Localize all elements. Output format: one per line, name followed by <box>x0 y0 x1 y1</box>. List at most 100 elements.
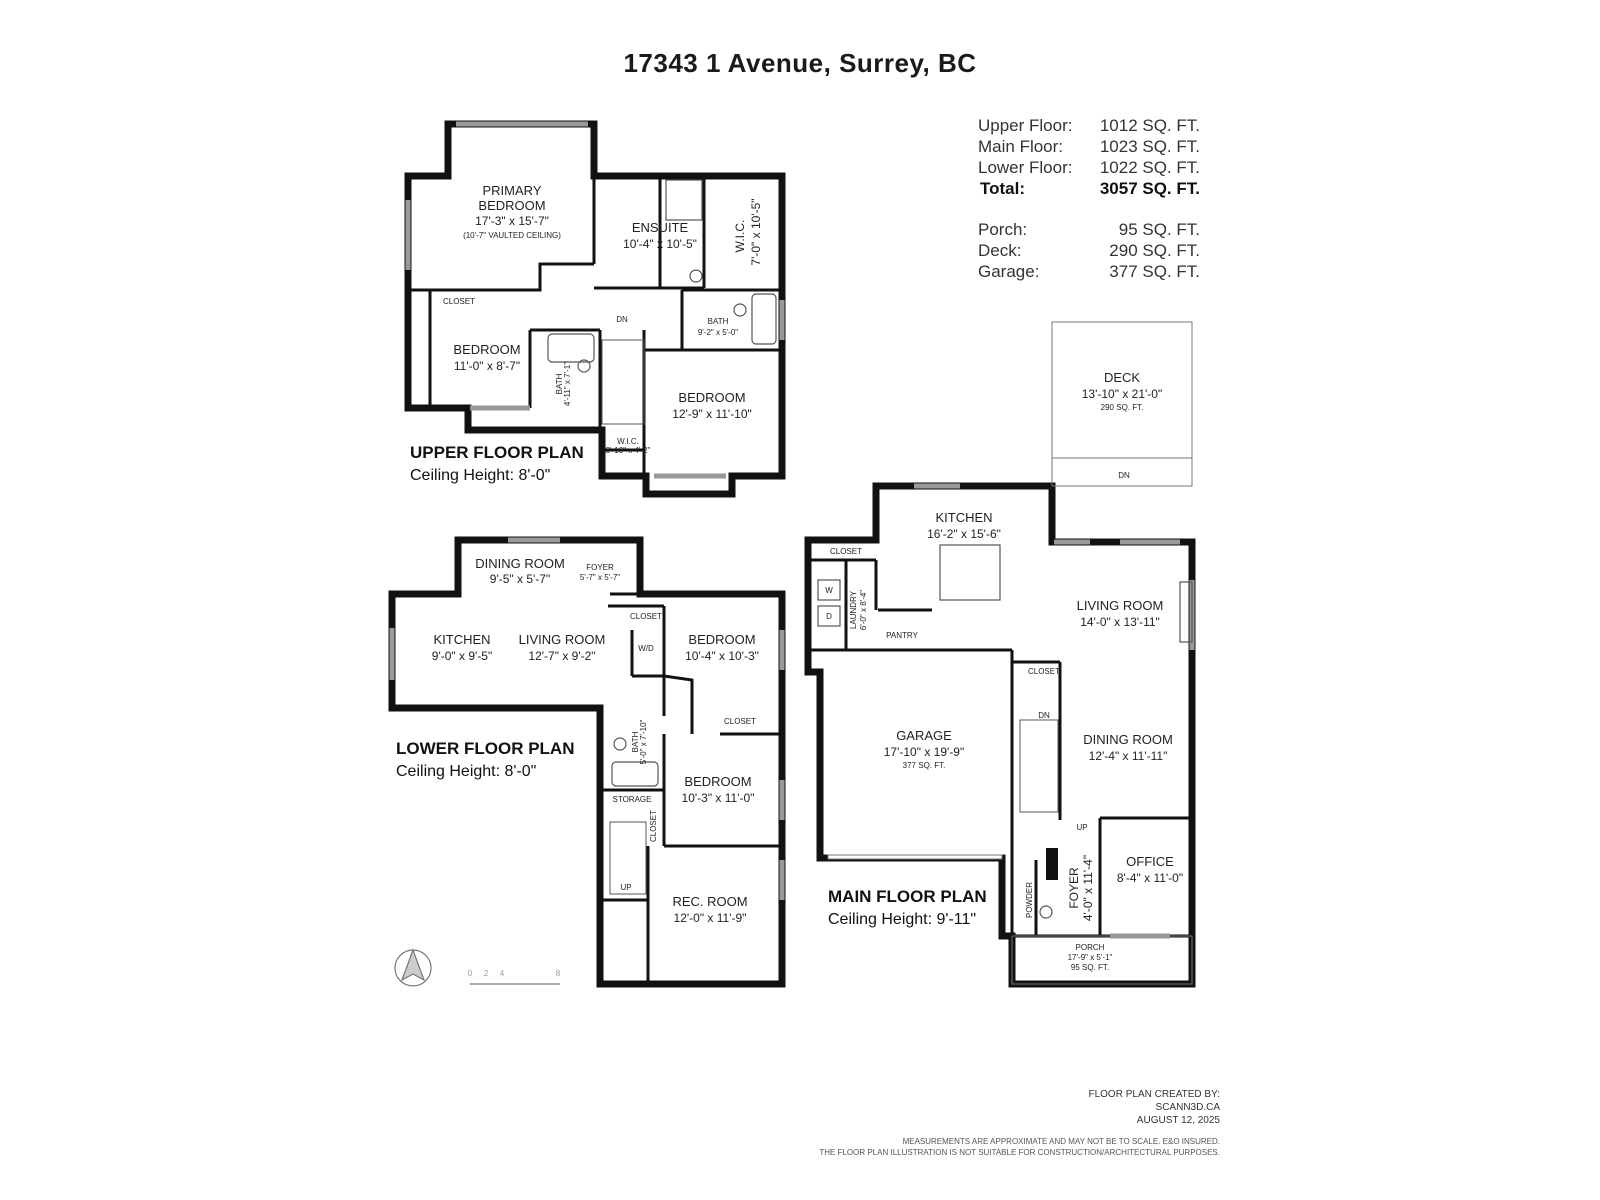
room-dimension: 12'-9" x 11'-10" <box>672 407 752 421</box>
toilet <box>1039 905 1053 919</box>
area-label: Porch: <box>978 220 1028 239</box>
room-dimension: 4'-0" x 11'-4" <box>1081 855 1095 921</box>
room-dimension: 3'-10" x 4'-2" <box>606 446 651 455</box>
bathtub <box>547 333 595 363</box>
area-value: 1012 SQ. FT. <box>1099 116 1200 135</box>
scale-label: 8 <box>556 969 561 978</box>
area-label: Total: <box>980 179 1026 198</box>
bathtub <box>611 761 659 787</box>
room-dimension: 4'-11" x 7'-1" <box>563 362 572 406</box>
stair-direction: DN <box>1038 711 1050 720</box>
room-label: LIVING ROOM <box>1077 598 1164 613</box>
room-label: KITCHEN <box>433 632 490 647</box>
stairs <box>609 821 647 895</box>
area-label: Upper Floor: <box>978 116 1073 135</box>
disclaimer-line: MEASUREMENTS ARE APPROXIMATE AND MAY NOT… <box>902 1137 1220 1146</box>
room-label: W.I.C. <box>617 437 639 446</box>
room-dimension: 12'-7" x 9'-2" <box>528 649 595 663</box>
room-dimension: 11'-0" x 8'-7" <box>454 359 520 373</box>
room-dimension: 9'-2" x 5'-0" <box>698 328 738 337</box>
disclaimer-line: THE FLOOR PLAN ILLUSTRATION IS NOT SUITA… <box>819 1148 1220 1157</box>
area-label: Deck: <box>978 241 1022 260</box>
room-label: KITCHEN <box>935 510 992 525</box>
area-value: 95 SQ. FT. <box>1118 220 1200 239</box>
bathtub <box>751 293 777 345</box>
area-value: 290 SQ. FT. <box>1109 241 1200 260</box>
room-area: 95 SQ. FT. <box>1071 963 1109 972</box>
disclaimer-block: MEASUREMENTS ARE APPROXIMATE AND MAY NOT… <box>700 1136 1220 1158</box>
appliance-label: W/D <box>638 644 654 653</box>
foyer-column <box>1046 848 1058 880</box>
porch-outline <box>1011 935 1193 985</box>
wall <box>632 674 694 734</box>
room-label: BEDROOM <box>688 632 755 647</box>
closet-label: CLOSET <box>630 612 662 621</box>
area-value: 377 SQ. FT. <box>1109 262 1200 281</box>
room-label: BATH <box>555 373 564 394</box>
room-dimension: 5'-0" x 7'-10" <box>639 719 648 764</box>
room-area: 290 SQ. FT. <box>1101 403 1144 412</box>
room-dimension: 14'-0" x 13'-11" <box>1080 615 1160 629</box>
room-label: STORAGE <box>613 795 652 804</box>
plan-title: UPPER FLOOR PLAN <box>410 443 584 462</box>
stairs <box>601 339 645 425</box>
room-dimension: 10'-4" x 10'-3" <box>685 649 759 663</box>
stair-direction: UP <box>1076 823 1087 832</box>
closet-label: CLOSET <box>649 810 658 842</box>
room-dimension: 5'-7" x 5'-7" <box>580 573 620 582</box>
credit-line: FLOOR PLAN CREATED BY: <box>1088 1089 1220 1100</box>
room-label: DECK <box>1104 370 1140 385</box>
closet-label: CLOSET <box>724 717 756 726</box>
room-label: FOYER <box>1067 867 1081 909</box>
shower <box>665 179 703 221</box>
room-label: PANTRY <box>886 631 918 640</box>
room-dimension: 9'-0" x 9'-5" <box>432 649 492 663</box>
wall <box>408 262 594 292</box>
room-label: BATH <box>708 317 729 326</box>
room-label: BEDROOM <box>678 390 745 405</box>
room-label: REC. ROOM <box>672 894 747 909</box>
scale-label: 2 <box>484 969 489 978</box>
room-area: 377 SQ. FT. <box>903 761 946 770</box>
room-dimension: 8'-4" x 11'-0" <box>1117 871 1183 885</box>
room-label: OFFICE <box>1126 854 1174 869</box>
room-label: BEDROOM <box>453 342 520 357</box>
plan-title: LOWER FLOOR PLAN <box>396 739 574 758</box>
room-label: GARAGE <box>896 728 952 743</box>
plan-ceiling: Ceiling Height: 8'-0" <box>396 763 536 780</box>
stair-direction: UP <box>620 883 631 892</box>
washer <box>817 579 841 601</box>
room-label: DINING ROOM <box>475 556 565 571</box>
appliance-label: D <box>826 612 832 621</box>
room-dimension: 13'-10" x 21'-0" <box>1082 387 1162 401</box>
area-label: Garage: <box>978 262 1040 281</box>
room-label: LAUNDRY <box>849 590 858 629</box>
room-label: LIVING ROOM <box>519 632 606 647</box>
page-title: 17343 1 Avenue, Surrey, BC <box>623 48 977 78</box>
dryer <box>817 605 841 627</box>
room-label: DINING ROOM <box>1083 732 1173 747</box>
credit-line: SCANN3D.CA <box>1155 1102 1220 1113</box>
scale-label: 0 <box>468 969 473 978</box>
room-dimension: 17'-3" x 15'-7" <box>475 214 549 228</box>
toilet <box>733 303 747 317</box>
room-dimension: 16'-2" x 15'-6" <box>927 527 1001 541</box>
garage-door <box>827 854 1003 860</box>
room-dimension: 9'-5" x 5'-7" <box>490 572 550 586</box>
stair-direction: DN <box>1118 471 1130 480</box>
room-label: ENSUITE <box>632 220 689 235</box>
room-label: BEDROOM <box>478 198 545 213</box>
deck-outline <box>1051 321 1193 487</box>
area-label: Lower Floor: <box>978 158 1073 177</box>
closet-label: CLOSET <box>830 547 862 556</box>
room-dimension: 12'-0" x 11'-9" <box>674 911 747 925</box>
stair-direction: DN <box>616 315 628 324</box>
fireplace <box>1179 581 1193 643</box>
stairs <box>1019 719 1059 813</box>
toilet <box>577 359 591 373</box>
plan-title: MAIN FLOOR PLAN <box>828 887 987 906</box>
room-dimension: 10'-3" x 11'-0" <box>682 791 755 805</box>
room-label: FOYER <box>586 563 614 572</box>
room-label: PRIMARY <box>483 183 542 198</box>
